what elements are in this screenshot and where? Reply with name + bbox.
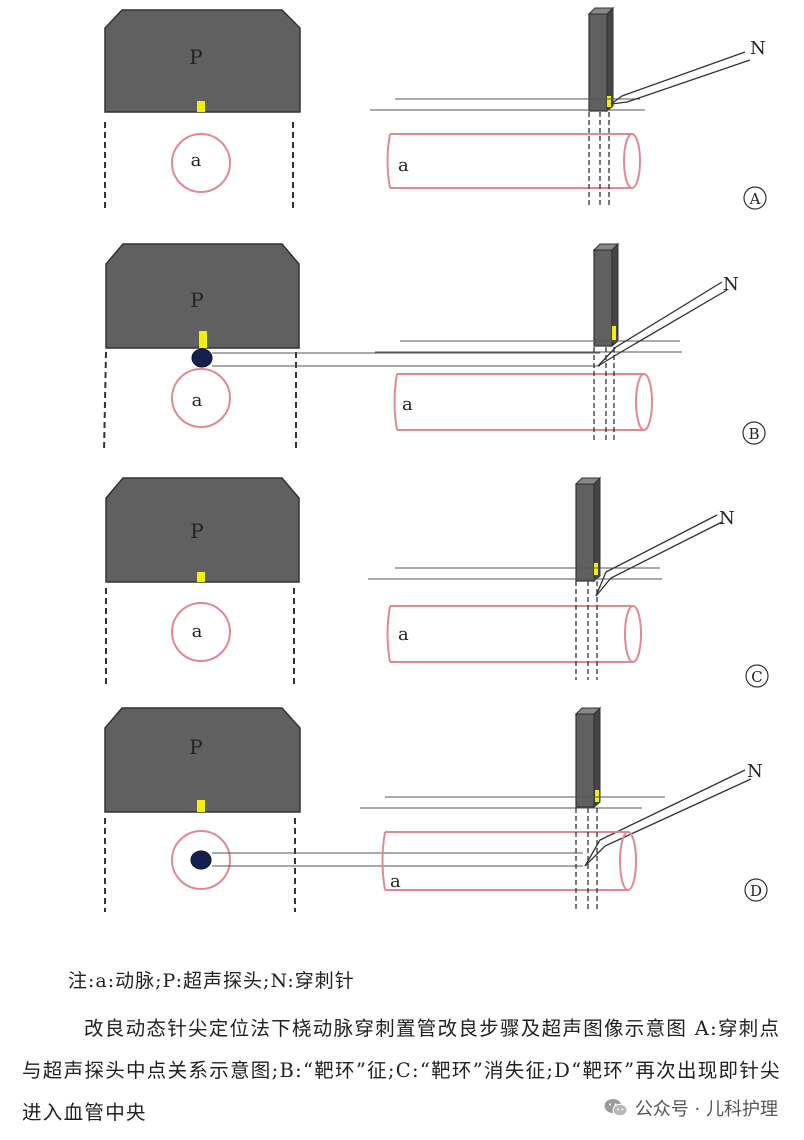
panel-a: P a N a A: [104, 6, 767, 212]
artery-end: [619, 831, 637, 891]
probe-side-face: [593, 476, 601, 583]
probe-cross-section: [105, 477, 300, 583]
artery-cross-section: [171, 830, 231, 890]
probe-side-marker: [595, 790, 599, 802]
needle-shaft: [597, 289, 728, 367]
artery-cross-section: [171, 133, 231, 193]
watermark-text: 公众号 · 儿科护理: [634, 1099, 778, 1120]
watermark: 公众号 · 儿科护理: [598, 1092, 782, 1124]
artery-longitudinal: [393, 373, 644, 431]
diagram-svg: P a N a A P a: [103, 6, 769, 912]
panel-label: D: [750, 882, 762, 900]
artery-cross-section: [171, 368, 231, 428]
panel-label-circle: [742, 421, 766, 445]
artery-label: a: [390, 871, 401, 892]
needle-shaft: [595, 514, 718, 597]
probe-midpoint-marker: [197, 101, 205, 112]
probe-side-view: [575, 483, 595, 582]
probe-cross-section: [105, 243, 300, 349]
beam-edge-left: [103, 351, 107, 453]
artery-label: a: [398, 155, 409, 176]
probe-midpoint-marker: [197, 800, 205, 812]
artery-cross-section: [171, 602, 231, 662]
probe-side-view: [593, 249, 613, 347]
artery-label: a: [192, 390, 203, 411]
target-ring: [190, 850, 212, 870]
wechat-logo-icon: [604, 1099, 628, 1117]
probe-side-view: [575, 713, 595, 808]
probe-label: P: [190, 519, 203, 543]
figure-caption: 改良动态针尖定位法下桡动脉穿刺置管改良步骤及超声图像示意图 A:穿刺点与超声探头…: [22, 1017, 781, 1124]
probe-side-marker: [594, 563, 598, 575]
needle-label: N: [723, 274, 739, 295]
probe-side-face: [606, 6, 614, 113]
target-ring: [191, 348, 213, 368]
probe-side-face: [593, 706, 601, 809]
panel-label: A: [749, 190, 761, 208]
probe-side-marker: [612, 326, 616, 340]
artery-label: a: [191, 150, 202, 171]
probe-side-marker: [607, 96, 611, 107]
needle-label: N: [747, 761, 763, 782]
artery-longitudinal: [386, 133, 632, 189]
figure-caption-block: 改良动态针尖定位法下桡动脉穿刺置管改良步骤及超声图像示意图 A:穿刺点与超声探头…: [22, 1008, 782, 1134]
panel-b: P a N a B: [103, 242, 766, 453]
artery-longitudinal: [386, 605, 633, 663]
panel-label-circle: [743, 186, 767, 210]
probe-label: P: [189, 45, 202, 69]
artery-label: a: [398, 624, 409, 645]
artery-label: a: [402, 394, 413, 415]
needle-label: N: [719, 508, 735, 529]
needle-label: N: [750, 38, 766, 59]
artery-longitudinal: [381, 831, 628, 891]
needle-shaft: [610, 51, 746, 105]
probe-side-view: [588, 13, 608, 112]
probe-label: P: [189, 735, 202, 759]
artery-end: [623, 133, 641, 189]
panel-c: P a N a C: [105, 476, 769, 688]
probe-cross-section: [104, 9, 301, 113]
probe-cross-section: [104, 707, 301, 813]
needle-shaft: [595, 521, 723, 597]
artery-end: [635, 373, 653, 431]
probe-label: P: [190, 288, 203, 312]
panel-label-circle: [745, 664, 769, 688]
probe-midpoint-marker: [197, 572, 205, 582]
panel-label: C: [751, 668, 762, 686]
needle-shaft: [597, 281, 723, 367]
needle-shaft: [610, 59, 751, 105]
panel-d: P N a D: [104, 706, 768, 912]
figure-legend-note: 注:a:动脉;P:超声探头;N:穿刺针: [68, 970, 355, 992]
needle-shaft: [584, 778, 752, 867]
panel-label: B: [748, 425, 759, 443]
probe-midpoint-marker: [199, 331, 207, 348]
needle-shaft: [584, 769, 746, 867]
panel-label-circle: [744, 878, 768, 902]
artery-label: a: [192, 621, 203, 642]
artery-end: [624, 605, 642, 663]
